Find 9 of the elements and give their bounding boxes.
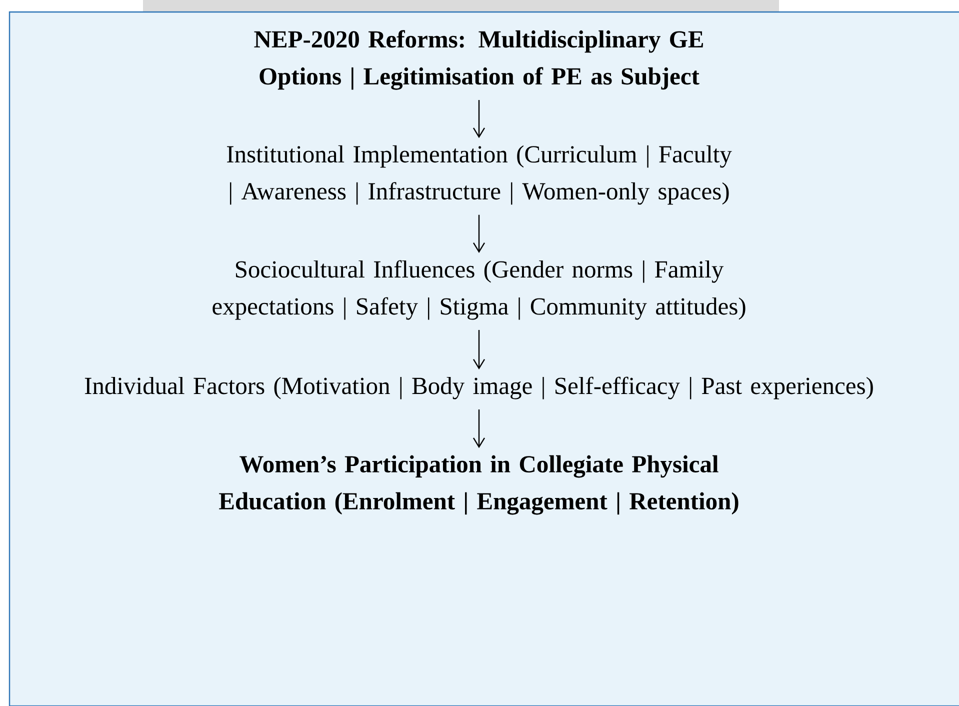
heading-text: NEP-2020 Reforms: Multidisciplinary GE Options | Legitimisation of PE as Subject [254, 30, 703, 90]
body-text: Institutional Implementation (Curriculum | Faculty | Awareness | Infrastructure | Women-only spaces) [227, 145, 732, 205]
arrow [473, 214, 486, 254]
body-text: Sociocultural Influences (Gender norms | Family expectations | Safety | Stigma | Community attitudes) [212, 260, 746, 320]
arrow [473, 330, 486, 370]
heading-text: Women’s Participation in Collegiate Physical Education (Enrolment | Engagement | Retention) [219, 455, 738, 515]
arrow [473, 100, 486, 138]
arrow [473, 409, 486, 448]
body-text: Individual Factors (Motivation | Body image | Self-efficacy | Past experiences) [84, 376, 873, 400]
